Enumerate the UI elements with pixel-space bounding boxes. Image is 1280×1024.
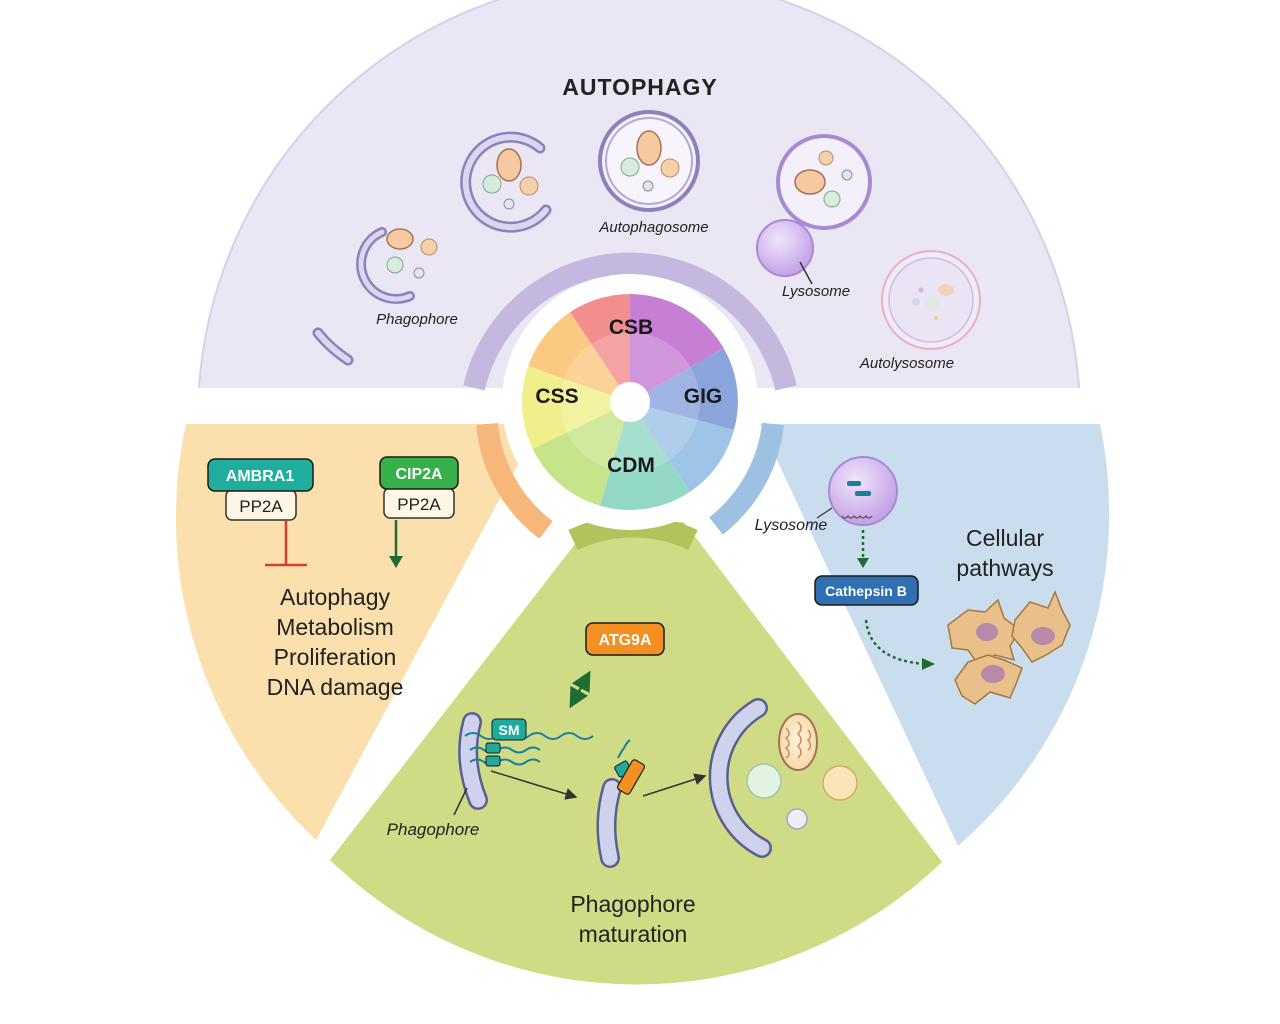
- atg9a-badge: [585, 622, 665, 656]
- cells-cluster-icon: [947, 590, 1071, 705]
- dotted-arrow-down-icon: [857, 530, 869, 568]
- cip2a-label: CIP2A: [395, 466, 443, 483]
- autolysosome-icon: [881, 250, 981, 350]
- process-label-3: Proliferation: [274, 644, 397, 670]
- label-phagophore-top: Phagophore: [376, 311, 458, 328]
- core-label-cdm: CDM: [607, 454, 655, 477]
- core-label-css: CSS: [535, 385, 578, 408]
- cathepsin-b-badge: [814, 575, 919, 606]
- label-lysosome-right: Lysosome: [755, 517, 828, 534]
- activation-arrow-icon: [389, 520, 403, 568]
- process-label-1: Autophagy: [280, 584, 390, 610]
- autophagosome-icon: [598, 110, 700, 212]
- ambra1-label: AMBRA1: [226, 468, 295, 485]
- ambra1-badge: [207, 458, 314, 492]
- core-label-csb: CSB: [609, 316, 653, 339]
- process-arrow-2-icon: [642, 773, 707, 797]
- phagophore-maturation-line-2: maturation: [579, 921, 688, 947]
- maturing-phagophore-icon: [596, 739, 646, 868]
- label-phagophore-bottom: Phagophore: [387, 820, 480, 839]
- inhibition-arrow-icon: [265, 521, 307, 567]
- process-label-4: DNA damage: [267, 674, 404, 700]
- label-lysosome-top: Lysosome: [782, 283, 850, 300]
- sm-label: SM: [499, 722, 520, 738]
- cellular-pathways-line-1: Cellular: [966, 525, 1044, 551]
- cip2a-badge: [379, 456, 459, 490]
- sm-badge: [491, 718, 527, 741]
- membrane-fragment-icon: [312, 327, 354, 366]
- left-sector: [175, 422, 553, 840]
- cip2a-pp2a-complex: [379, 456, 459, 519]
- autophagy-title: AUTOPHAGY: [562, 74, 718, 100]
- atg9a-label: ATG9A: [598, 632, 651, 649]
- core-label-gig: GIG: [684, 385, 723, 408]
- autophagosome-lysosome-fusion-icon: [756, 134, 872, 285]
- cathepsin-b-label: Cathepsin B: [825, 583, 907, 599]
- enclosing-phagophore-icon: [708, 698, 858, 858]
- process-arrow-1-icon: [490, 770, 578, 800]
- dotted-curve-arrow-icon: [864, 619, 935, 670]
- label-autolysosome: Autolysosome: [859, 355, 954, 372]
- process-label-2: Metabolism: [276, 614, 394, 640]
- right-sector: [709, 422, 1110, 846]
- label-autophagosome: Autophagosome: [598, 219, 708, 236]
- phagophore-membrane-icon: [453, 712, 594, 816]
- lysosome-icon: [816, 456, 898, 526]
- phagophore-maturation-line-1: Phagophore: [570, 891, 695, 917]
- expanding-phagophore-icon: [460, 131, 552, 233]
- phagophore-stage-icon: [356, 227, 438, 304]
- ambra1-pp2a-complex: [207, 458, 314, 521]
- pp2a-label-right: PP2A: [397, 495, 441, 514]
- core-wheel: [502, 274, 758, 530]
- cellular-pathways-line-2: pathways: [956, 555, 1053, 581]
- double-arrow-icon: [569, 670, 591, 709]
- pp2a-label-left: PP2A: [239, 497, 283, 516]
